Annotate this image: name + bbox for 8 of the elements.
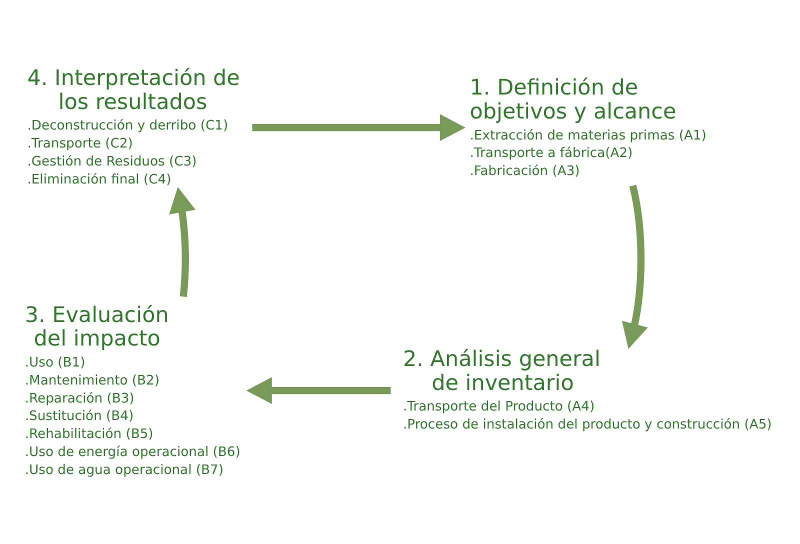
arrow [252,114,466,140]
arrow [622,184,648,348]
arrow [169,186,196,296]
arrow [246,376,391,404]
node-text: 4. Interpretación de los resultados .Deconstrucción y derribo (C1) .Transporte (C2) .Gestión de Residuos (C3) .Eliminación final (C4) [27,66,240,187]
node-text: 1. Definición de objetivos y alcance .Extracción de materias primas (A1) .Transporte a fábrica(A2) .Fabricación (A3) [470,75,706,179]
node-text: 2. Análisis general de inventario .Transporte del Producto (A4) .Proceso de instalación del producto y construcción (A5) [402,346,772,432]
node-text: 3. Evaluación del impacto .Uso (B1) .Mantenimiento (B2) .Reparación (B3) .Sustitución (B4) .Rehabilitación (B5) .Uso de energía operacional (B6) .Uso de agua operacional (B7) [24,302,240,478]
